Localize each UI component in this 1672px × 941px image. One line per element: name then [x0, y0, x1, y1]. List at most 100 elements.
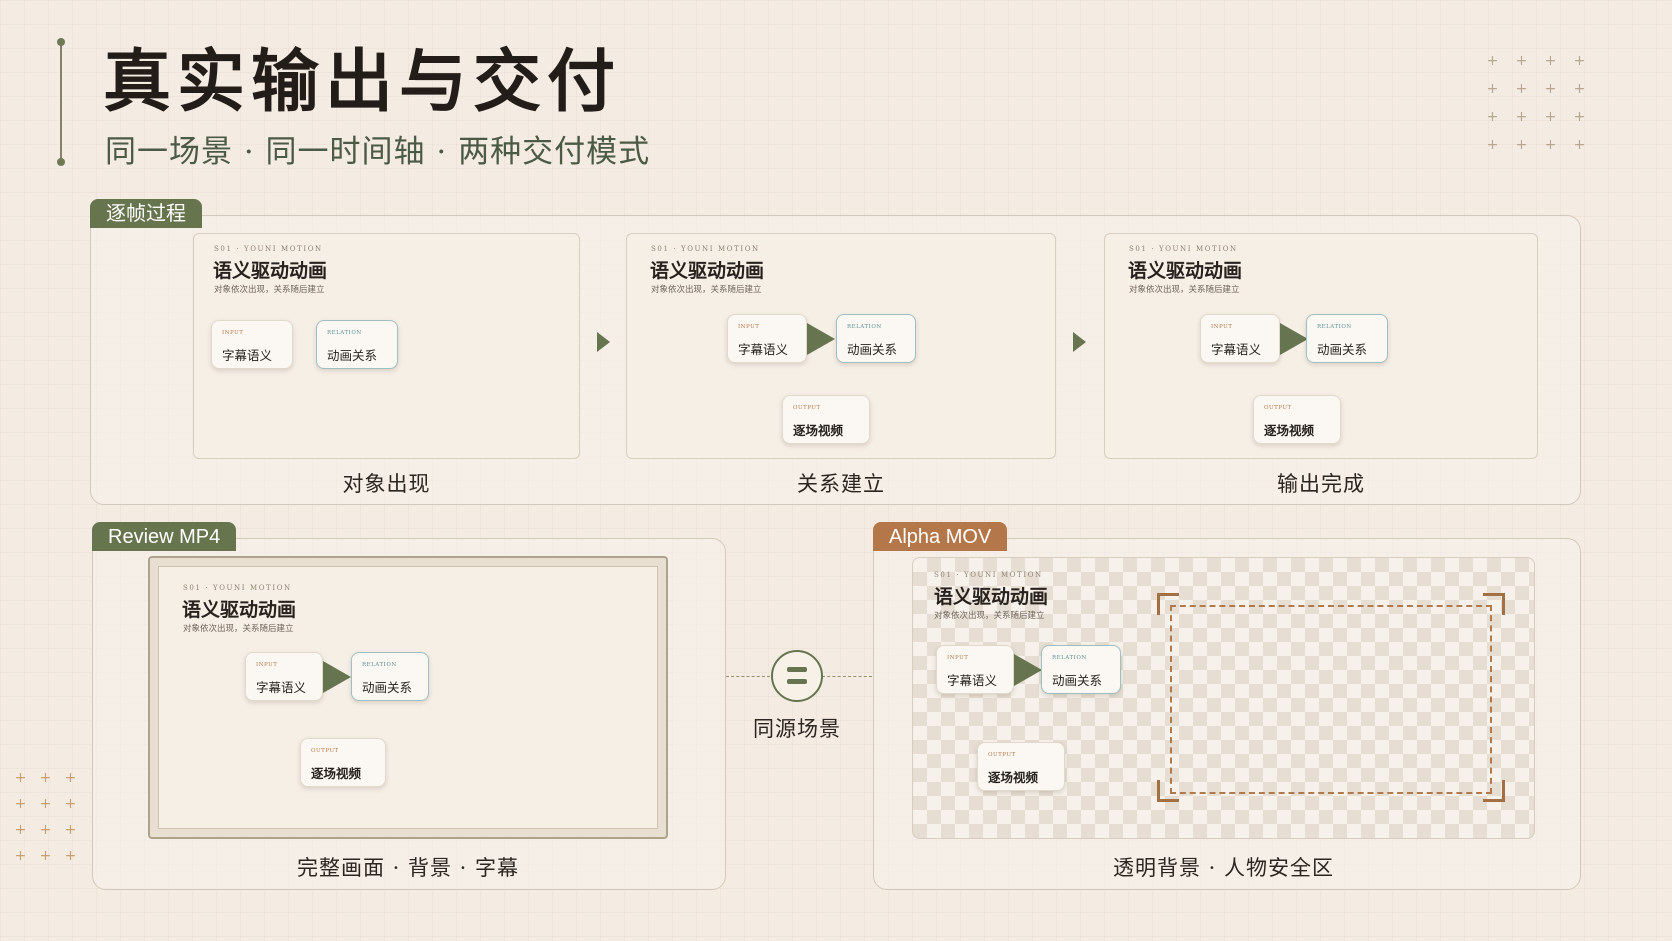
plus-icon: +: [1515, 81, 1528, 97]
review-tag: Review MP4: [92, 522, 237, 551]
plus-icon: +: [1573, 109, 1586, 125]
node-tag: OUTPUT: [311, 748, 339, 754]
node-label: 动画关系: [847, 342, 898, 357]
plus-icon: +: [14, 770, 27, 786]
node-label: 逐场视频: [311, 766, 362, 781]
alpha-caption: 透明背景 · 人物安全区: [1112, 856, 1335, 880]
plus-icon: +: [64, 848, 77, 864]
title-accent-rule: [57, 38, 65, 166]
node-label: 字幕语义: [738, 342, 789, 357]
corner-bracket-icon: [1157, 593, 1179, 615]
same-source-label: 同源场景: [753, 717, 841, 741]
node-tag: RELATION: [327, 330, 362, 336]
node-label: 字幕语义: [222, 348, 273, 363]
node-label: 动画关系: [1317, 342, 1368, 357]
page-subtitle: 同一场景 · 同一时间轴 · 两种交付模式: [105, 134, 651, 170]
review-inner-frame: S01 · YOUNI MOTION 语义驱动动画 对象依次出现，关系随后建立 …: [158, 566, 658, 829]
process-caption-2: 关系建立: [797, 472, 885, 496]
corner-bracket-icon: [1157, 780, 1179, 802]
connector-line-right: [822, 676, 872, 677]
plus-icon: +: [64, 770, 77, 786]
node-label: 逐场视频: [793, 423, 844, 438]
plus-icon: +: [1486, 109, 1499, 125]
node-tag: RELATION: [362, 662, 397, 668]
node-input: INPUT 字幕语义: [211, 320, 293, 369]
node-tag: OUTPUT: [793, 405, 821, 411]
node-label: 动画关系: [1052, 673, 1103, 688]
frame-desc: 对象依次出现，关系随后建立: [183, 624, 294, 634]
plus-icon: +: [64, 796, 77, 812]
plus-icon: +: [39, 770, 52, 786]
process-frame-2: S01 · YOUNI MOTION 语义驱动动画 对象依次出现，关系随后建立 …: [626, 233, 1056, 459]
frame-kicker: S01 · YOUNI MOTION: [651, 245, 760, 253]
node-arrow-icon: [323, 661, 351, 693]
node-relation: RELATION 动画关系: [351, 652, 429, 701]
node-input: INPUT 字幕语义: [936, 645, 1014, 694]
node-tag: INPUT: [222, 330, 244, 336]
node-output: OUTPUT 逐场视频: [782, 395, 870, 444]
plus-icon: +: [14, 796, 27, 812]
node-input: INPUT 字幕语义: [245, 652, 323, 701]
node-output: OUTPUT 逐场视频: [977, 742, 1065, 791]
plus-icon: +: [39, 796, 52, 812]
node-tag: INPUT: [947, 655, 969, 661]
plus-icon: +: [1573, 53, 1586, 69]
connector-line-left: [726, 676, 770, 677]
process-frame-3: S01 · YOUNI MOTION 语义驱动动画 对象依次出现，关系随后建立 …: [1104, 233, 1538, 459]
node-label: 动画关系: [327, 348, 378, 363]
node-relation: RELATION 动画关系: [1306, 314, 1388, 363]
plus-icon: +: [64, 822, 77, 838]
node-label: 字幕语义: [1211, 342, 1262, 357]
node-label: 动画关系: [362, 680, 413, 695]
frame-desc: 对象依次出现，关系随后建立: [934, 611, 1045, 621]
frame-kicker: S01 · YOUNI MOTION: [183, 584, 292, 592]
plus-icon: +: [1515, 53, 1528, 69]
page-title: 真实输出与交付: [103, 42, 622, 122]
plus-icon: +: [1544, 109, 1557, 125]
node-tag: INPUT: [738, 324, 760, 330]
plus-icon: +: [1544, 137, 1557, 153]
plus-icon: +: [1486, 53, 1499, 69]
plus-icon: +: [39, 848, 52, 864]
step-arrow-icon: [1073, 332, 1086, 352]
node-tag: RELATION: [1317, 324, 1352, 330]
plus-icon: +: [1573, 137, 1586, 153]
node-arrow-icon: [1014, 654, 1042, 686]
process-tag: 逐帧过程: [90, 199, 202, 228]
frame-kicker: S01 · YOUNI MOTION: [214, 245, 323, 253]
plus-icon: +: [1486, 81, 1499, 97]
node-tag: OUTPUT: [988, 752, 1016, 758]
node-label: 字幕语义: [947, 673, 998, 688]
process-frame-1: S01 · YOUNI MOTION 语义驱动动画 对象依次出现，关系随后建立 …: [193, 233, 580, 459]
plus-icon: +: [1515, 109, 1528, 125]
node-tag: RELATION: [1052, 655, 1087, 661]
plus-icon: +: [14, 848, 27, 864]
frame-desc: 对象依次出现，关系随后建立: [214, 285, 325, 295]
node-tag: INPUT: [1211, 324, 1233, 330]
node-label: 逐场视频: [988, 770, 1039, 785]
node-relation: RELATION 动画关系: [836, 314, 916, 363]
plus-icon: +: [1544, 53, 1557, 69]
node-relation: RELATION 动画关系: [1041, 645, 1121, 694]
review-mp4-preview: S01 · YOUNI MOTION 语义驱动动画 对象依次出现，关系随后建立 …: [148, 556, 668, 839]
node-relation: RELATION 动画关系: [316, 320, 398, 369]
node-label: 字幕语义: [256, 680, 307, 695]
plus-pattern-top-right: ++++ ++++ ++++ ++++: [1478, 54, 1594, 166]
plus-icon: +: [1544, 81, 1557, 97]
plus-icon: +: [1573, 81, 1586, 97]
frame-desc: 对象依次出现，关系随后建立: [1129, 285, 1240, 295]
person-safe-zone: [1170, 605, 1492, 794]
node-arrow-icon: [1280, 323, 1308, 355]
node-input: INPUT 字幕语义: [727, 314, 807, 363]
equals-icon: [771, 650, 823, 702]
node-output: OUTPUT 逐场视频: [1253, 395, 1341, 444]
step-arrow-icon: [597, 332, 610, 352]
frame-title: 语义驱动动画: [934, 586, 1049, 608]
node-tag: RELATION: [847, 324, 882, 330]
plus-pattern-bottom-left: + + + + + + + + + + + +: [8, 771, 83, 875]
review-caption: 完整画面 · 背景 · 字幕: [296, 856, 520, 880]
plus-icon: +: [14, 822, 27, 838]
frame-kicker: S01 · YOUNI MOTION: [1129, 245, 1238, 253]
node-tag: INPUT: [256, 662, 278, 668]
plus-icon: +: [39, 822, 52, 838]
